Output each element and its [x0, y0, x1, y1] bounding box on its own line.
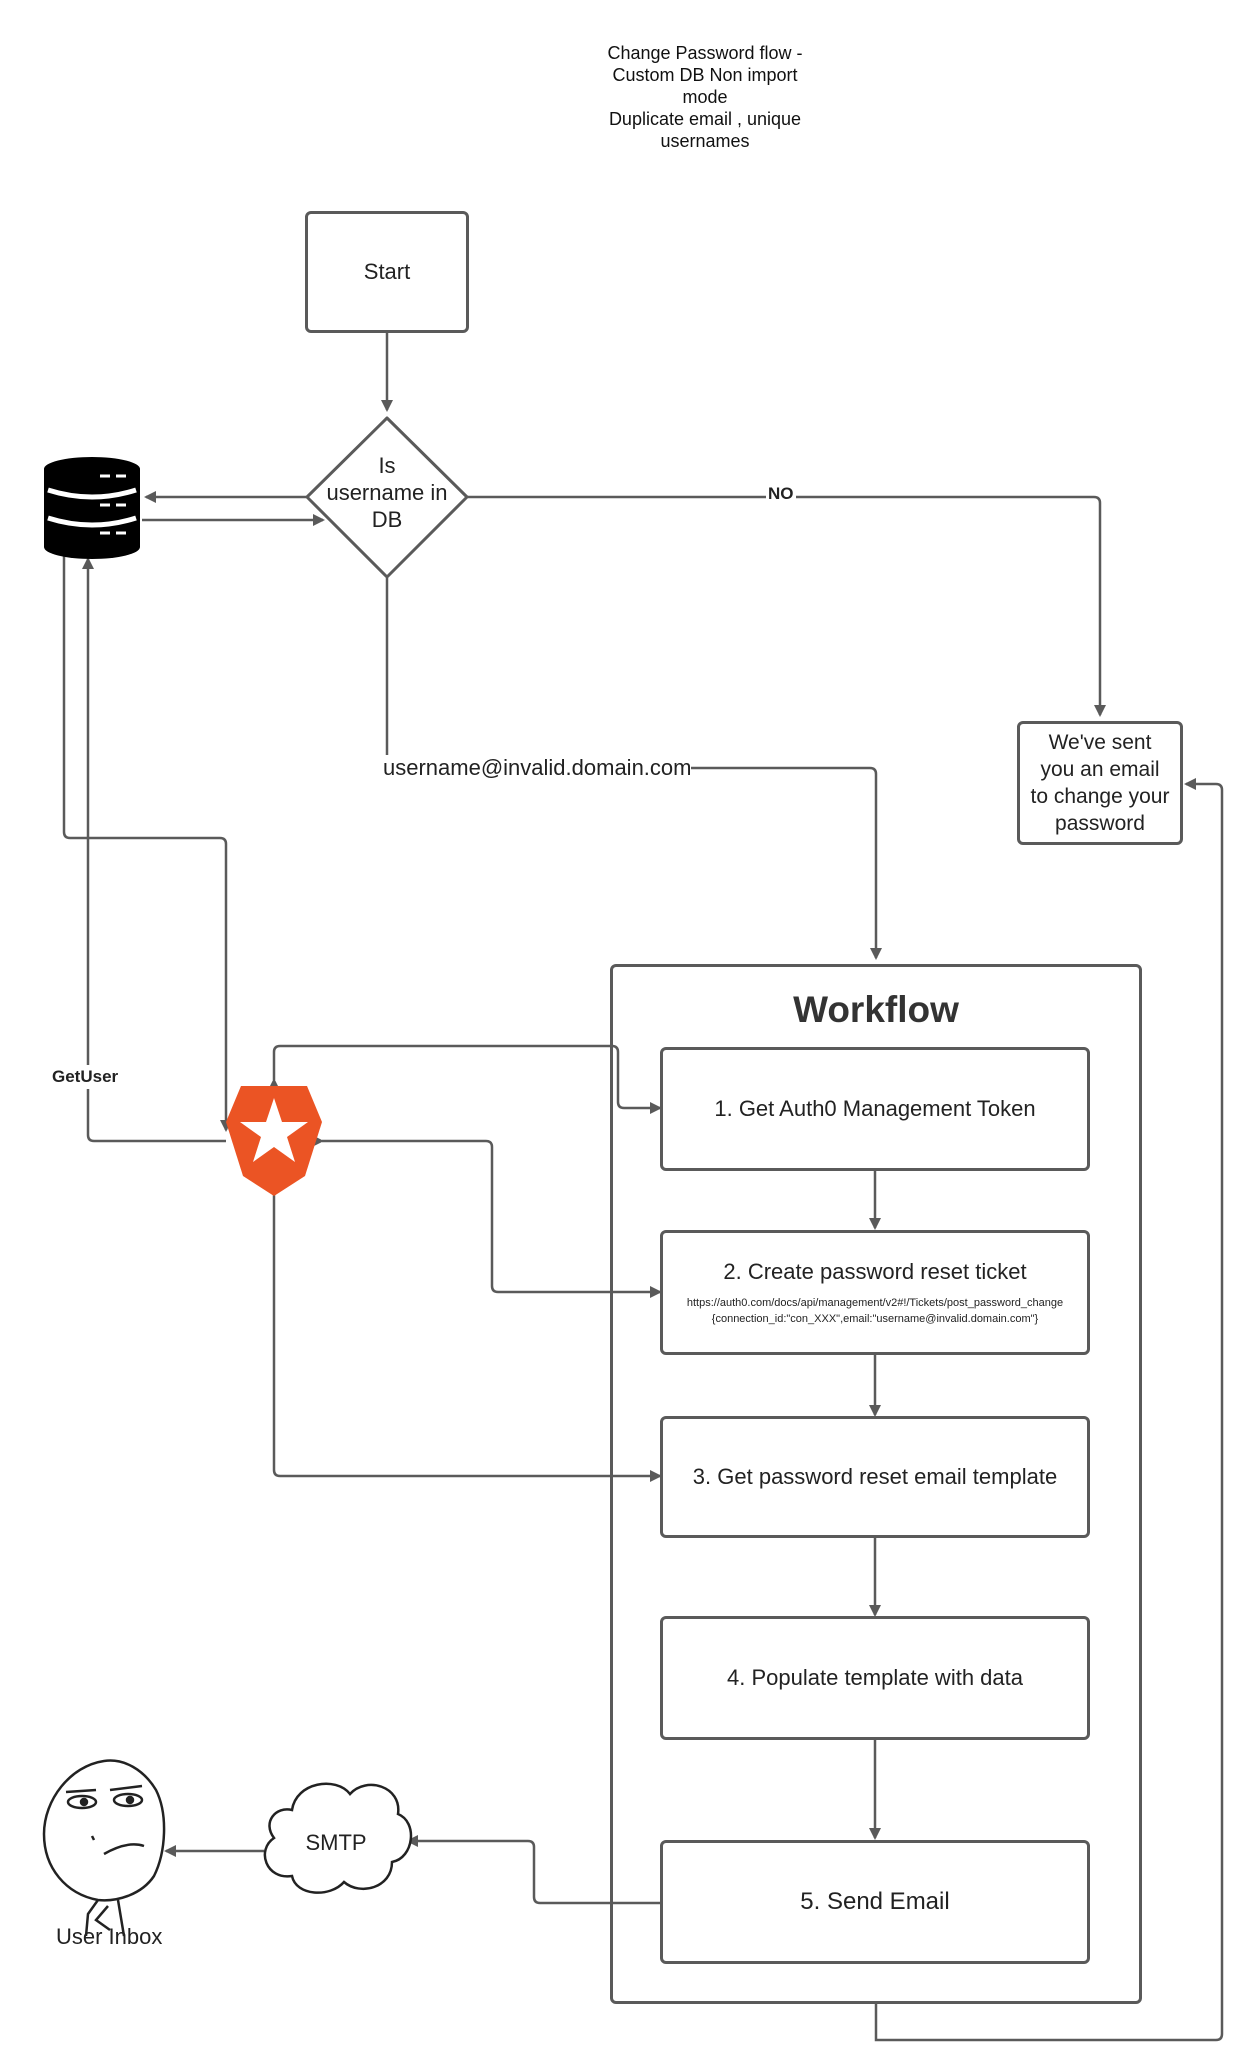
- step-3: 3. Get password reset email template: [660, 1416, 1090, 1538]
- email-sent-node: We've sent you an email to change your p…: [1017, 721, 1183, 845]
- step-2-label: 2. Create password reset ticket: [723, 1258, 1027, 1284]
- step-2-url: https://auth0.com/docs/api/management/v2…: [686, 1296, 1064, 1309]
- message-line: We've sent: [1048, 731, 1152, 754]
- step-3-label: 3. Get password reset email template: [692, 1464, 1058, 1489]
- start-label: Start: [363, 259, 411, 284]
- workflow-container: Workflow: [610, 964, 1142, 2004]
- edge-invalid-label: username@invalid.domain.com: [383, 755, 692, 781]
- edge-db-auth0: [62, 550, 232, 1132]
- getuser-label: GetUser: [52, 1065, 119, 1089]
- edge-auth0-step3: [268, 1186, 662, 1482]
- edge-getuser: [82, 557, 226, 1143]
- step-4: 4. Populate template with data: [660, 1616, 1090, 1740]
- title-line: usernames: [660, 131, 750, 151]
- step-2-body: {connection_id:"con_XXX",email:"username…: [711, 1312, 1039, 1325]
- decision-diamond: [305, 416, 469, 579]
- edge-auth0-step1: [268, 1044, 662, 1114]
- workflow-title: Workflow: [793, 989, 959, 1030]
- step-5-label: 5. Send Email: [800, 1888, 950, 1915]
- auth0-logo-icon: [226, 1086, 322, 1196]
- title-line: Custom DB Non import: [612, 65, 798, 85]
- step-1: 1. Get Auth0 Management Token: [660, 1047, 1090, 1171]
- title-line: Change Password flow -: [607, 43, 803, 63]
- decision-line: username in: [326, 480, 448, 505]
- decision-line: DB: [371, 507, 403, 532]
- title-line: mode: [682, 87, 728, 107]
- step-5: 5. Send Email: [660, 1840, 1090, 1964]
- meme-face-icon: [42, 1759, 166, 1937]
- message-line: you an email: [1040, 758, 1160, 781]
- edge-invalid-domain: [385, 578, 882, 960]
- decision-line: Is: [378, 453, 396, 478]
- edge-step5-smtp: [406, 1835, 660, 1905]
- message-line: to change your: [1030, 785, 1170, 808]
- message-line: password: [1055, 812, 1145, 835]
- cloud-icon: [263, 1782, 413, 1894]
- database-icon: [44, 457, 140, 559]
- edge-no-label: NO: [766, 484, 796, 504]
- user-inbox-label: User Inbox: [56, 1924, 163, 1949]
- smtp-label: SMTP: [305, 1830, 367, 1855]
- start-node: Start: [305, 211, 469, 333]
- decision-label: Is username in DB: [317, 452, 457, 533]
- diagram-title: Change Password flow - Custom DB Non imp…: [560, 42, 850, 152]
- edge-no: [467, 495, 1106, 717]
- edge-workflow-message: [874, 778, 1224, 2042]
- step-2: 2. Create password reset ticket https://…: [660, 1230, 1090, 1355]
- title-line: Duplicate email , unique: [608, 109, 802, 129]
- step-4-label: 4. Populate template with data: [727, 1665, 1023, 1690]
- step-1-label: 1. Get Auth0 Management Token: [714, 1096, 1036, 1121]
